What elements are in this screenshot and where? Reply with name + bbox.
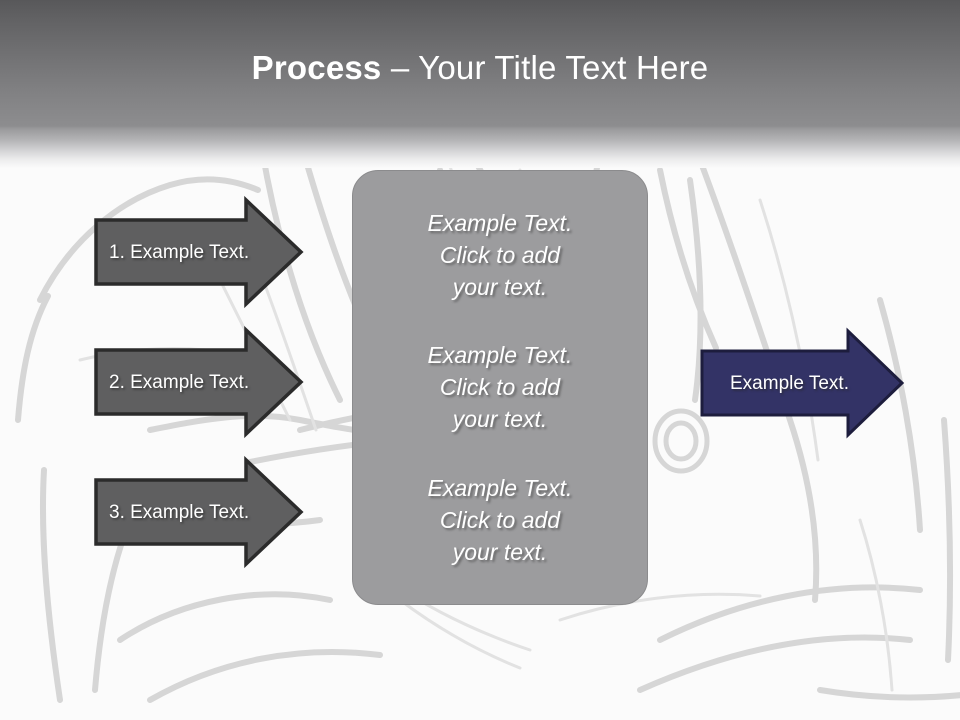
page-title: Process – Your Title Text Here [0, 48, 960, 88]
result-arrow[interactable]: Example Text. [700, 327, 905, 439]
panel-text-block-2[interactable]: Example Text. Click to add your text. [427, 342, 573, 433]
center-content-panel[interactable]: Example Text. Click to add your text. Ex… [352, 170, 648, 605]
process-arrow-step-1[interactable]: 1. Example Text. [94, 195, 304, 309]
panel-text-block-3[interactable]: Example Text. Click to add your text. [427, 474, 573, 565]
page-title-bold-part: Process [251, 49, 382, 86]
panel-text-block-1[interactable]: Example Text. Click to add your text. [427, 210, 573, 301]
process-arrow-step-2[interactable]: 2. Example Text. [94, 325, 304, 439]
process-arrow-step-3[interactable]: 3. Example Text. [94, 455, 304, 569]
page-title-rest-part: – Your Title Text Here [381, 49, 709, 86]
header-band [0, 0, 960, 168]
